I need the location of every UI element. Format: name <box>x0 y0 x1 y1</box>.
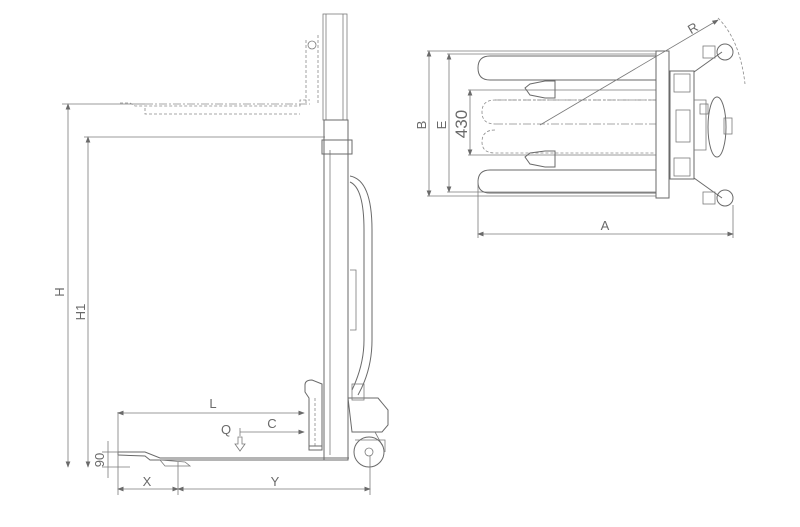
raised-fork-outline <box>120 99 310 115</box>
top-mast-drive <box>655 50 733 199</box>
dimension-H1: H1 <box>73 136 325 468</box>
dimension-fork-spread: 430 <box>452 89 473 156</box>
dimension-C: C Q <box>221 416 305 452</box>
steering-wheel <box>707 96 727 158</box>
label-R: R <box>685 19 701 37</box>
top-view: B E 430 A R <box>414 17 746 238</box>
backrest <box>304 379 323 451</box>
rear-wheel <box>353 436 386 468</box>
dimension-A: A <box>477 180 734 238</box>
load-arrow-icon <box>234 436 246 452</box>
label-C: C <box>267 416 276 431</box>
label-430: 430 <box>452 110 471 138</box>
dimension-fork-height: 90 <box>92 441 130 478</box>
top-casters <box>693 43 734 207</box>
dimension-E: E <box>434 53 452 193</box>
mast <box>321 119 353 461</box>
dimension-L: L <box>117 396 305 495</box>
extended-mast <box>305 13 348 121</box>
dimension-X-Y: X Y <box>117 456 371 495</box>
label-B: B <box>414 121 429 130</box>
label-H1: H1 <box>73 304 88 321</box>
fork <box>117 445 349 467</box>
label-H: H <box>52 287 67 296</box>
label-A: A <box>601 218 610 233</box>
side-view: H H1 <box>52 13 389 495</box>
chassis <box>347 383 389 446</box>
dimension-H: H <box>52 103 310 468</box>
label-X: X <box>143 474 152 489</box>
top-forks <box>477 55 656 194</box>
label-Q: Q <box>221 422 231 437</box>
label-90: 90 <box>92 453 107 467</box>
handle <box>349 175 373 396</box>
label-L: L <box>209 396 216 411</box>
dimension-R: R <box>539 17 746 126</box>
label-Y: Y <box>271 474 280 489</box>
dimension-B: B <box>414 50 432 197</box>
label-E: E <box>434 120 449 129</box>
